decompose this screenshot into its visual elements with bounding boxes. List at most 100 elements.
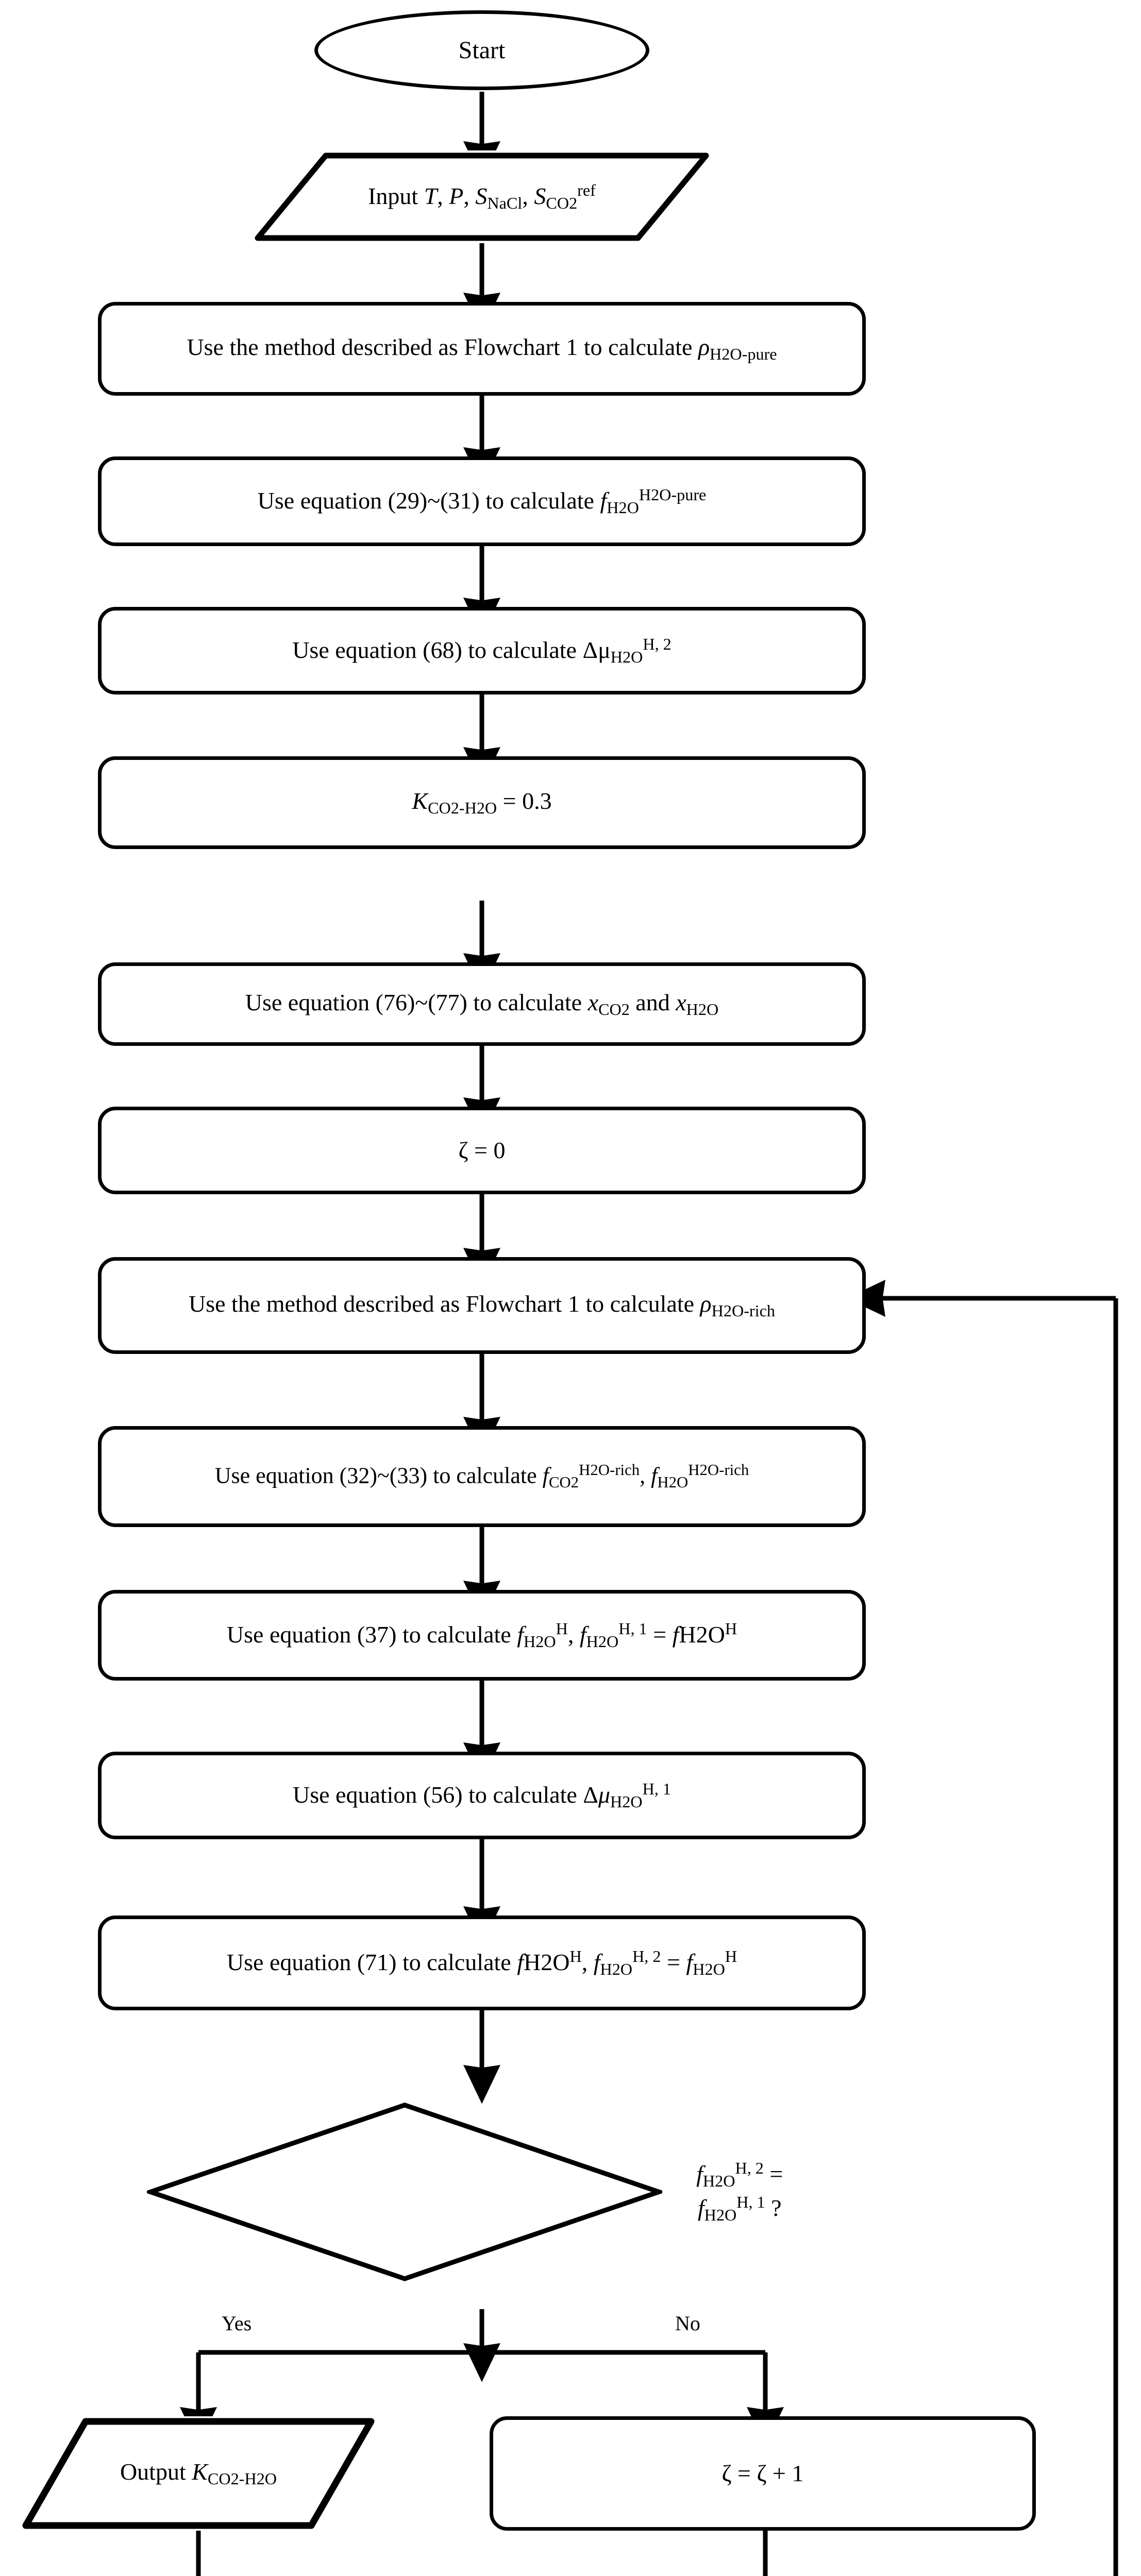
var-T: T — [424, 182, 438, 209]
arrow-group — [179, 92, 784, 2576]
var-f1: f — [517, 1948, 524, 1975]
node-p7[interactable]: Use the method described as Flowchart 1 … — [98, 1257, 866, 1354]
node-p1-label: Use the method described as Flowchart 1 … — [187, 334, 777, 364]
sub-h2o: H2O — [586, 1632, 619, 1651]
parallelogram-shape — [255, 152, 709, 241]
sub-co2: CO2 — [598, 1000, 630, 1019]
var-K: K — [412, 788, 428, 815]
symbol-rho: ρ — [700, 1291, 712, 1317]
sup-h1: H, 1 — [736, 2193, 765, 2211]
sub-h2o: H2O — [704, 2206, 737, 2225]
sub-h2o: H2O — [686, 1000, 719, 1019]
node-p4-label: KCO2-H2O = 0.3 — [412, 788, 552, 818]
symbol-delta: Δ — [582, 636, 598, 663]
var-f: f — [600, 487, 607, 514]
value-zero: 0 — [493, 1137, 506, 1163]
var-f1: f — [696, 2160, 703, 2187]
sub-h2o: H2O — [607, 498, 639, 517]
sub-nacl: NaCl — [487, 193, 523, 212]
var-f3: f — [672, 1621, 679, 1648]
node-p11[interactable]: Use equation (71) to calculate fH2OH, fH… — [98, 1916, 866, 2010]
var-f2: f — [651, 1463, 658, 1488]
var-x1: x — [588, 989, 598, 1016]
plus-one: + 1 — [766, 2460, 804, 2486]
sup-h1: H, 1 — [618, 1619, 647, 1638]
sub-h2o-rich: H2O-rich — [711, 1301, 775, 1320]
sup-h: H — [725, 1619, 737, 1638]
node-p11-label: Use equation (71) to calculate fH2OH, fH… — [226, 1946, 737, 1978]
var-P: P — [449, 182, 464, 209]
symbol-mu: μ — [598, 636, 611, 663]
sup-h2o-pure: H2O-pure — [639, 485, 707, 504]
node-decision[interactable]: fH2OH, 2 = fH2OH, 1 ? — [147, 2074, 817, 2309]
sup-h2: H, 2 — [632, 1946, 661, 1965]
var-f1: f — [517, 1621, 524, 1648]
node-output[interactable]: Output KCO2-H2O — [21, 2416, 376, 2531]
var-S2: S — [534, 182, 546, 209]
sup-h: H — [556, 1619, 568, 1638]
node-p10-label: Use equation (56) to calculate ΔμH2OH, 1 — [293, 1779, 671, 1811]
value-k: 0.3 — [522, 788, 552, 815]
node-inc[interactable]: ζ = ζ + 1 — [490, 2416, 1036, 2531]
sub-co2: CO2 — [548, 1473, 579, 1492]
question-mark: ? — [765, 2195, 782, 2222]
sup-h2: H, 2 — [643, 634, 672, 653]
var-S1: S — [475, 182, 488, 209]
sup-h2o-rich: H2O-rich — [579, 1461, 640, 1479]
node-p1[interactable]: Use the method described as Flowchart 1 … — [98, 302, 866, 396]
diamond-shape — [147, 2102, 663, 2281]
node-p5-label: Use equation (76)~(77) to calculate xCO2… — [245, 989, 719, 1019]
sub-co2: CO2 — [546, 193, 578, 212]
node-p8[interactable]: Use equation (32)~(33) to calculate fCO2… — [98, 1426, 866, 1527]
sup-h1: H, 1 — [642, 1779, 671, 1798]
node-p6-label: ζ = 0 — [458, 1137, 506, 1163]
parallelogram-shape — [22, 2418, 375, 2529]
symbol-zeta: ζ — [458, 1137, 468, 1163]
sup-h: H — [725, 1946, 737, 1965]
node-start-label: Start — [458, 36, 506, 64]
node-p6[interactable]: ζ = 0 — [98, 1107, 866, 1194]
sub-h2o: H2O — [610, 1792, 643, 1811]
sub-co2-h2o: CO2-H2O — [207, 2469, 277, 2488]
sup-h2: H, 2 — [735, 2158, 764, 2177]
node-p9-label: Use equation (37) to calculate fH2OH, fH… — [226, 1619, 737, 1651]
edge-label-no: No — [675, 2312, 700, 2335]
sup-h: H — [569, 1946, 582, 1965]
node-p4[interactable]: KCO2-H2O = 0.3 — [98, 756, 866, 849]
var-K: K — [192, 2459, 208, 2485]
lit-h2o: H2O — [679, 1621, 725, 1648]
sup-ref: ref — [577, 180, 596, 199]
var-f2: f — [579, 1621, 586, 1648]
node-p5[interactable]: Use equation (76)~(77) to calculate xCO2… — [98, 962, 866, 1046]
node-p7-label: Use the method described as Flowchart 1 … — [189, 1291, 775, 1320]
var-f2: f — [593, 1948, 600, 1975]
node-p9[interactable]: Use equation (37) to calculate fH2OH, fH… — [98, 1590, 866, 1681]
var-f1: f — [542, 1463, 549, 1488]
node-p3[interactable]: Use equation (68) to calculate ΔμH2OH, 2 — [98, 607, 866, 694]
node-decision-label: fH2OH, 2 = fH2OH, 1 ? — [696, 2158, 783, 2225]
node-p2-label: Use equation (29)~(31) to calculate fH2O… — [257, 485, 707, 517]
symbol-zeta: ζ — [721, 2460, 732, 2486]
junction-lines — [198, 1298, 1118, 2576]
lit-h2o: H2O — [523, 1948, 570, 1975]
symbol-delta: Δ — [583, 1781, 598, 1808]
symbol-rho: ρ — [698, 334, 710, 361]
node-inc-label: ζ = ζ + 1 — [721, 2460, 804, 2486]
symbol-mu: μ — [598, 1781, 610, 1808]
var-f2: f — [697, 2195, 704, 2222]
sub-h2o: H2O — [600, 1959, 633, 1978]
edge-label-yes: Yes — [222, 2312, 252, 2335]
sub-h2o: H2O — [523, 1632, 556, 1651]
sup-h2o-rich-2: H2O-rich — [688, 1461, 749, 1479]
node-input[interactable]: Input T, P, SNaCl, SCO2ref — [253, 150, 711, 243]
node-p2[interactable]: Use equation (29)~(31) to calculate fH2O… — [98, 456, 866, 546]
sub-h2o: H2O — [657, 1473, 689, 1492]
node-p3-label: Use equation (68) to calculate ΔμH2OH, 2 — [292, 634, 672, 666]
sub-h2o: H2O — [702, 2171, 735, 2190]
node-p10[interactable]: Use equation (56) to calculate ΔμH2OH, 1 — [98, 1752, 866, 1839]
sub-co2-h2o: CO2-H2O — [428, 799, 497, 818]
sub-h2o: H2O — [610, 647, 643, 666]
node-start[interactable]: Start — [314, 10, 649, 90]
